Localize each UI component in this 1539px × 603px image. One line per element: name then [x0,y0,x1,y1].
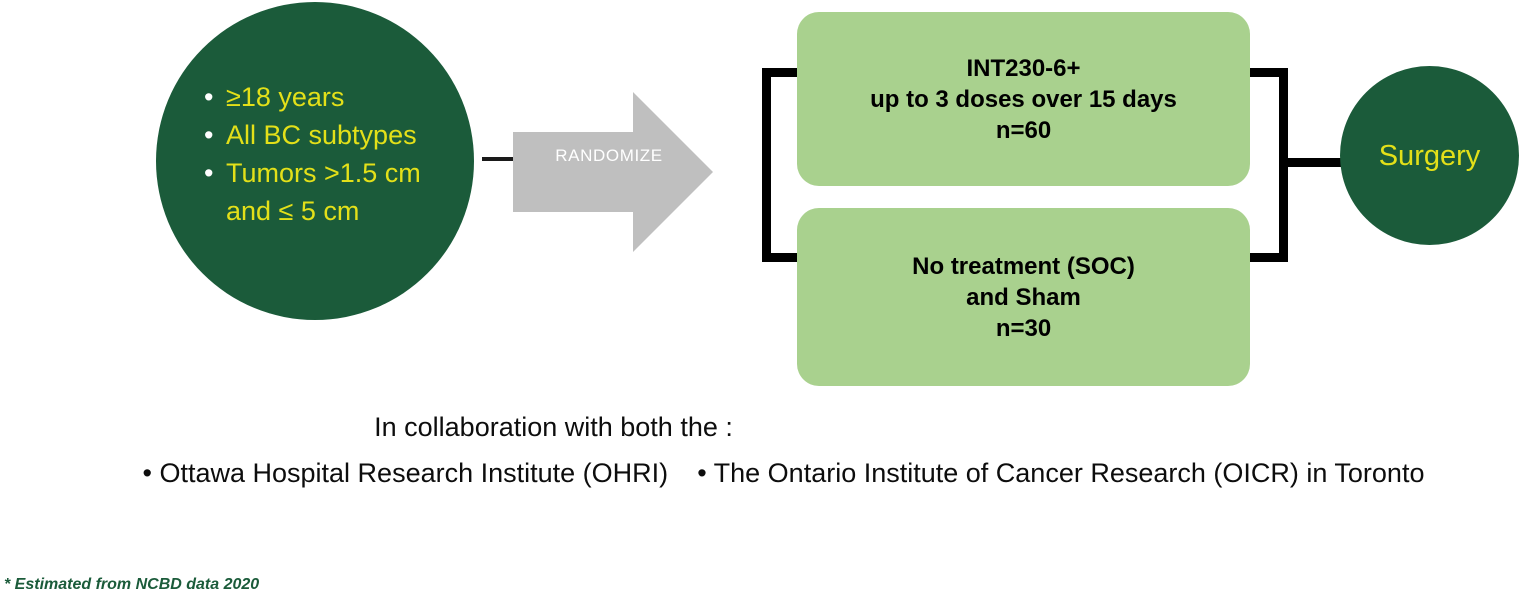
collaboration-partner-ohri: • Ottawa Hospital Research Institute (OH… [142,458,669,488]
right-bracket [1250,68,1288,262]
collaboration-partner-oicr: • The Ontario Institute of Cancer Resear… [697,458,1425,488]
control-arm-line-1: No treatment (SOC) [912,252,1135,280]
surgery-outcome-circle: Surgery [1340,66,1519,245]
list-item: • ≥18 years [202,78,464,116]
eligibility-item-text: ≥18 years [226,82,345,112]
collaboration-partners: • Ottawa Hospital Research Institute (OH… [14,458,1539,489]
collaboration-heading: In collaboration with both the : [374,412,733,442]
control-arm-line-3: n=30 [995,314,1052,342]
footnote: * Estimated from NCBD data 2020 [4,576,260,593]
eligibility-item-continuation: and ≤ 5 cm [226,196,360,226]
surgery-label: Surgery [1378,139,1481,172]
eligibility-criteria-circle: • ≥18 years • All BC subtypes • Tumors >… [156,2,474,320]
right-bracket-to-surgery-connector [1286,158,1356,167]
circle-to-arrow-connector [482,157,514,161]
bullet-icon: • [204,82,214,112]
randomize-arrow-shape [513,92,713,252]
treatment-arm-line-1: INT230-6+ [966,54,1081,82]
left-bracket [762,68,798,262]
eligibility-criteria-list: • ≥18 years • All BC subtypes • Tumors >… [202,78,464,230]
bullet-icon: • [204,158,214,188]
treatment-arm-line-2: up to 3 doses over 15 days [870,85,1177,113]
list-item: • Tumors >1.5 cm and ≤ 5 cm [202,154,464,230]
control-arm-box: No treatment (SOC) and Sham n=30 [797,208,1250,386]
treatment-arm-line-3: n=60 [995,116,1052,144]
randomize-label: RANDOMIZE [555,146,663,165]
list-item: • All BC subtypes [202,116,464,154]
bullet-icon: • [204,120,214,150]
eligibility-item-text: Tumors >1.5 cm [226,158,421,188]
treatment-arm-box: INT230-6+ up to 3 doses over 15 days n=6… [797,12,1250,186]
control-arm-line-2: and Sham [966,283,1081,311]
eligibility-item-text: All BC subtypes [226,120,417,150]
